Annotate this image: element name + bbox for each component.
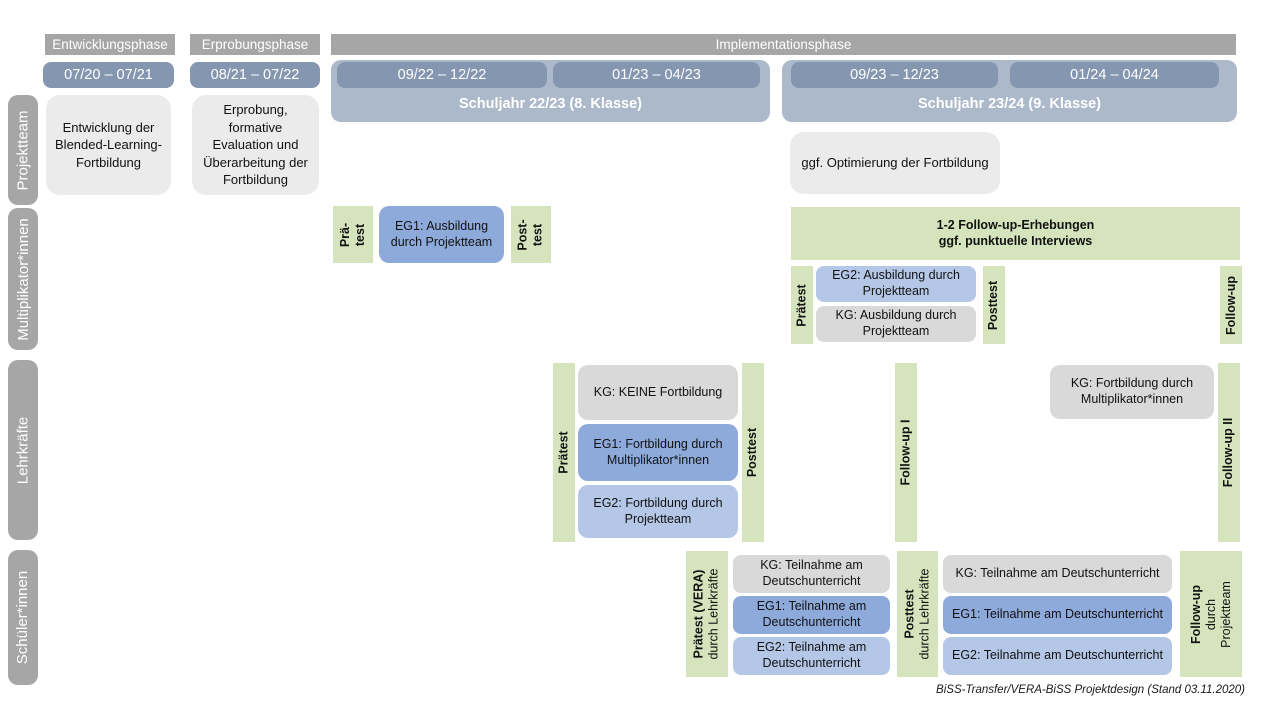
box-eg1-teilnahme-1: EG1: Teilnahme am Deutschunterricht — [733, 596, 890, 634]
posttest-line1: Post- — [516, 218, 530, 251]
posttest-schueler-line1: Posttest — [902, 589, 917, 639]
date-range-0922-1222: 09/22 – 12/22 — [337, 62, 547, 88]
posttest-bar-schueler-text: Posttest durch Lehrkräfte — [903, 568, 933, 659]
box-kg-ausbildung-projektteam-text: KG: Ausbildung durch Projektteam — [835, 308, 957, 338]
box-eg2-ausbildung-projektteam: EG2: Ausbildung durch Projektteam — [816, 266, 976, 302]
posttest-bar-multiplikatoren-1-text: Post- test — [516, 219, 546, 250]
box-kg-teilnahme-2: KG: Teilnahme am Deutschunterricht — [943, 555, 1172, 593]
box-entwicklung-fortbildung: Entwicklung der Blended-Learning-Fortbil… — [46, 95, 171, 195]
posttest-bar-multiplikatoren-2: Posttest — [983, 266, 1005, 344]
box-entwicklung-fortbildung-text: Entwicklung der Blended-Learning-Fortbil… — [55, 119, 162, 170]
followup1-bar-lehrkraefte: Follow-up I — [895, 363, 917, 542]
praetest-bar-multiplikatoren-2-text: Prätest — [794, 283, 809, 327]
praetest-vera-bar-schueler-text: Prätest (VERA) durch Lehrkräfte — [692, 568, 722, 659]
praetest-vera-bar-schueler: Prätest (VERA) durch Lehrkräfte — [686, 551, 728, 677]
followup1-bar-lehrkraefte-text: Follow-up I — [898, 419, 913, 486]
box-eg1-teilnahme-1-text: EG1: Teilnahme am Deutschunterricht — [756, 599, 867, 629]
date-range-0821-0722: 08/21 – 07/22 — [190, 62, 320, 88]
box-erprobung-evaluation-text: Erprobung, formative Evaluation und Über… — [203, 102, 308, 188]
box-eg1-ausbildung-projektteam: EG1: Ausbildung durch Projektteam — [379, 206, 504, 263]
box-eg2-teilnahme-1: EG2: Teilnahme am Deutschunterricht — [733, 637, 890, 675]
box-kg-ausbildung-projektteam: KG: Ausbildung durch Projektteam — [816, 306, 976, 342]
row-label-projektteam-text: Projektteam — [14, 109, 32, 191]
followup2-bar-lehrkraefte-text: Follow-up II — [1221, 417, 1236, 488]
praetest-vera-line2: durch Lehrkräfte — [707, 568, 721, 660]
praetest-vera-line1: Prätest (VERA) — [692, 569, 706, 659]
posttest-bar-schueler: Posttest durch Lehrkräfte — [897, 551, 938, 677]
posttest-line2: test — [531, 223, 545, 246]
schoolyear-label-22-23: Schuljahr 22/23 (8. Klasse) — [459, 96, 642, 112]
followup-bar-multiplikatoren: Follow-up — [1220, 266, 1242, 344]
followup-bar-multiplikatoren-text: Follow-up — [1223, 275, 1238, 335]
phase-header-erprobung: Erprobungsphase — [190, 34, 320, 55]
praetest-bar-multiplikatoren-1-text: Prä- test — [338, 222, 368, 246]
box-followup-erhebungen-line2: ggf. punktuelle Interviews — [938, 233, 1093, 248]
followup2-bar-lehrkraefte: Follow-up II — [1218, 363, 1240, 542]
box-eg1-fortbildung-multiplikatoren-text: EG1: Fortbildung durch Multiplikator*inn… — [593, 436, 723, 467]
date-range-0124-0424: 01/24 – 04/24 — [1010, 62, 1219, 88]
box-erprobung-evaluation: Erprobung, formative Evaluation und Über… — [192, 95, 319, 195]
phase-header-implementation: Implementationsphase — [331, 34, 1236, 55]
box-eg2-teilnahme-2-text: EG2: Teilnahme am Deutschunterricht — [952, 648, 1163, 663]
phase-header-entwicklung: Entwicklungsphase — [45, 34, 175, 55]
box-kg-fortbildung-multiplikatoren-text: KG: Fortbildung durch Multiplikator*inne… — [1070, 376, 1194, 406]
row-label-multiplikatorinnen-text: Multiplikator*innen — [14, 217, 32, 341]
row-label-schuelerinnen: Schüler*innen — [8, 550, 38, 685]
posttest-schueler-line2: durch Lehrkräfte — [917, 568, 932, 660]
box-eg1-ausbildung-projektteam-text: EG1: Ausbildung durch Projektteam — [390, 218, 493, 249]
box-eg2-teilnahme-1-text: EG2: Teilnahme am Deutschunterricht — [756, 640, 867, 670]
row-label-lehrkraefte: Lehrkräfte — [8, 360, 38, 540]
row-label-projektteam: Projektteam — [8, 95, 38, 205]
followup-bar-schueler: Follow-up durch Projektteam — [1180, 551, 1242, 677]
box-kg-teilnahme-1: KG: Teilnahme am Deutschunterricht — [733, 555, 890, 593]
box-eg1-fortbildung-multiplikatoren: EG1: Fortbildung durch Multiplikator*inn… — [578, 424, 738, 481]
box-eg1-teilnahme-2: EG1: Teilnahme am Deutschunterricht — [943, 596, 1172, 634]
followup-schueler-line3: Projektteam — [1218, 580, 1233, 648]
followup-bar-schueler-text: Follow-up durch Projektteam — [1189, 581, 1234, 648]
praetest-line1: Prä- — [337, 222, 352, 247]
row-label-lehrkraefte-text: Lehrkräfte — [14, 416, 32, 484]
box-kg-keine-fortbildung: KG: KEINE Fortbildung — [578, 365, 738, 420]
box-kg-fortbildung-multiplikatoren: KG: Fortbildung durch Multiplikator*inne… — [1050, 365, 1214, 419]
praetest-bar-lehrkraefte-text: Prätest — [556, 431, 571, 474]
box-eg2-fortbildung-projektteam-text: EG2: Fortbildung durch Projektteam — [593, 495, 723, 526]
date-range-0720-0721: 07/20 – 07/21 — [43, 62, 174, 88]
box-kg-teilnahme-1-text: KG: Teilnahme am Deutschunterricht — [760, 558, 863, 588]
box-eg2-ausbildung-projektteam-text: EG2: Ausbildung durch Projektteam — [832, 268, 960, 298]
box-followup-erhebungen: 1-2 Follow-up-Erhebungen ggf. punktuelle… — [791, 207, 1240, 260]
followup-schueler-line1: Follow-up — [1188, 584, 1203, 644]
box-optimierung-fortbildung-text: ggf. Optimierung der Fortbildung — [801, 155, 989, 171]
posttest-bar-lehrkraefte: Posttest — [742, 363, 764, 542]
row-label-schuelerinnen-text: Schüler*innen — [14, 570, 32, 665]
posttest-bar-lehrkraefte-text: Posttest — [745, 427, 760, 478]
praetest-bar-lehrkraefte: Prätest — [553, 363, 575, 542]
box-kg-teilnahme-2-text: KG: Teilnahme am Deutschunterricht — [955, 566, 1160, 581]
footer-caption: BiSS-Transfer/VERA-BiSS Projektdesign (S… — [936, 684, 1245, 696]
box-eg1-teilnahme-2-text: EG1: Teilnahme am Deutschunterricht — [952, 607, 1163, 622]
box-optimierung-fortbildung: ggf. Optimierung der Fortbildung — [790, 132, 1000, 194]
date-range-0123-0423: 01/23 – 04/23 — [553, 62, 760, 88]
date-range-0923-1223: 09/23 – 12/23 — [791, 62, 998, 88]
followup-schueler-line2: durch — [1203, 598, 1218, 630]
praetest-line2: test — [352, 223, 367, 246]
box-followup-erhebungen-line1: 1-2 Follow-up-Erhebungen — [936, 217, 1095, 232]
box-kg-keine-fortbildung-text: KG: KEINE Fortbildung — [593, 384, 723, 399]
posttest-bar-multiplikatoren-2-text: Posttest — [986, 280, 1001, 330]
row-label-multiplikatorinnen: Multiplikator*innen — [8, 208, 38, 350]
posttest-bar-multiplikatoren-1: Post- test — [511, 206, 551, 263]
box-eg2-teilnahme-2: EG2: Teilnahme am Deutschunterricht — [943, 637, 1172, 675]
praetest-bar-multiplikatoren-2: Prätest — [791, 266, 813, 344]
box-eg2-fortbildung-projektteam: EG2: Fortbildung durch Projektteam — [578, 485, 738, 538]
praetest-bar-multiplikatoren-1: Prä- test — [333, 206, 373, 263]
schoolyear-label-23-24: Schuljahr 23/24 (9. Klasse) — [918, 96, 1101, 112]
